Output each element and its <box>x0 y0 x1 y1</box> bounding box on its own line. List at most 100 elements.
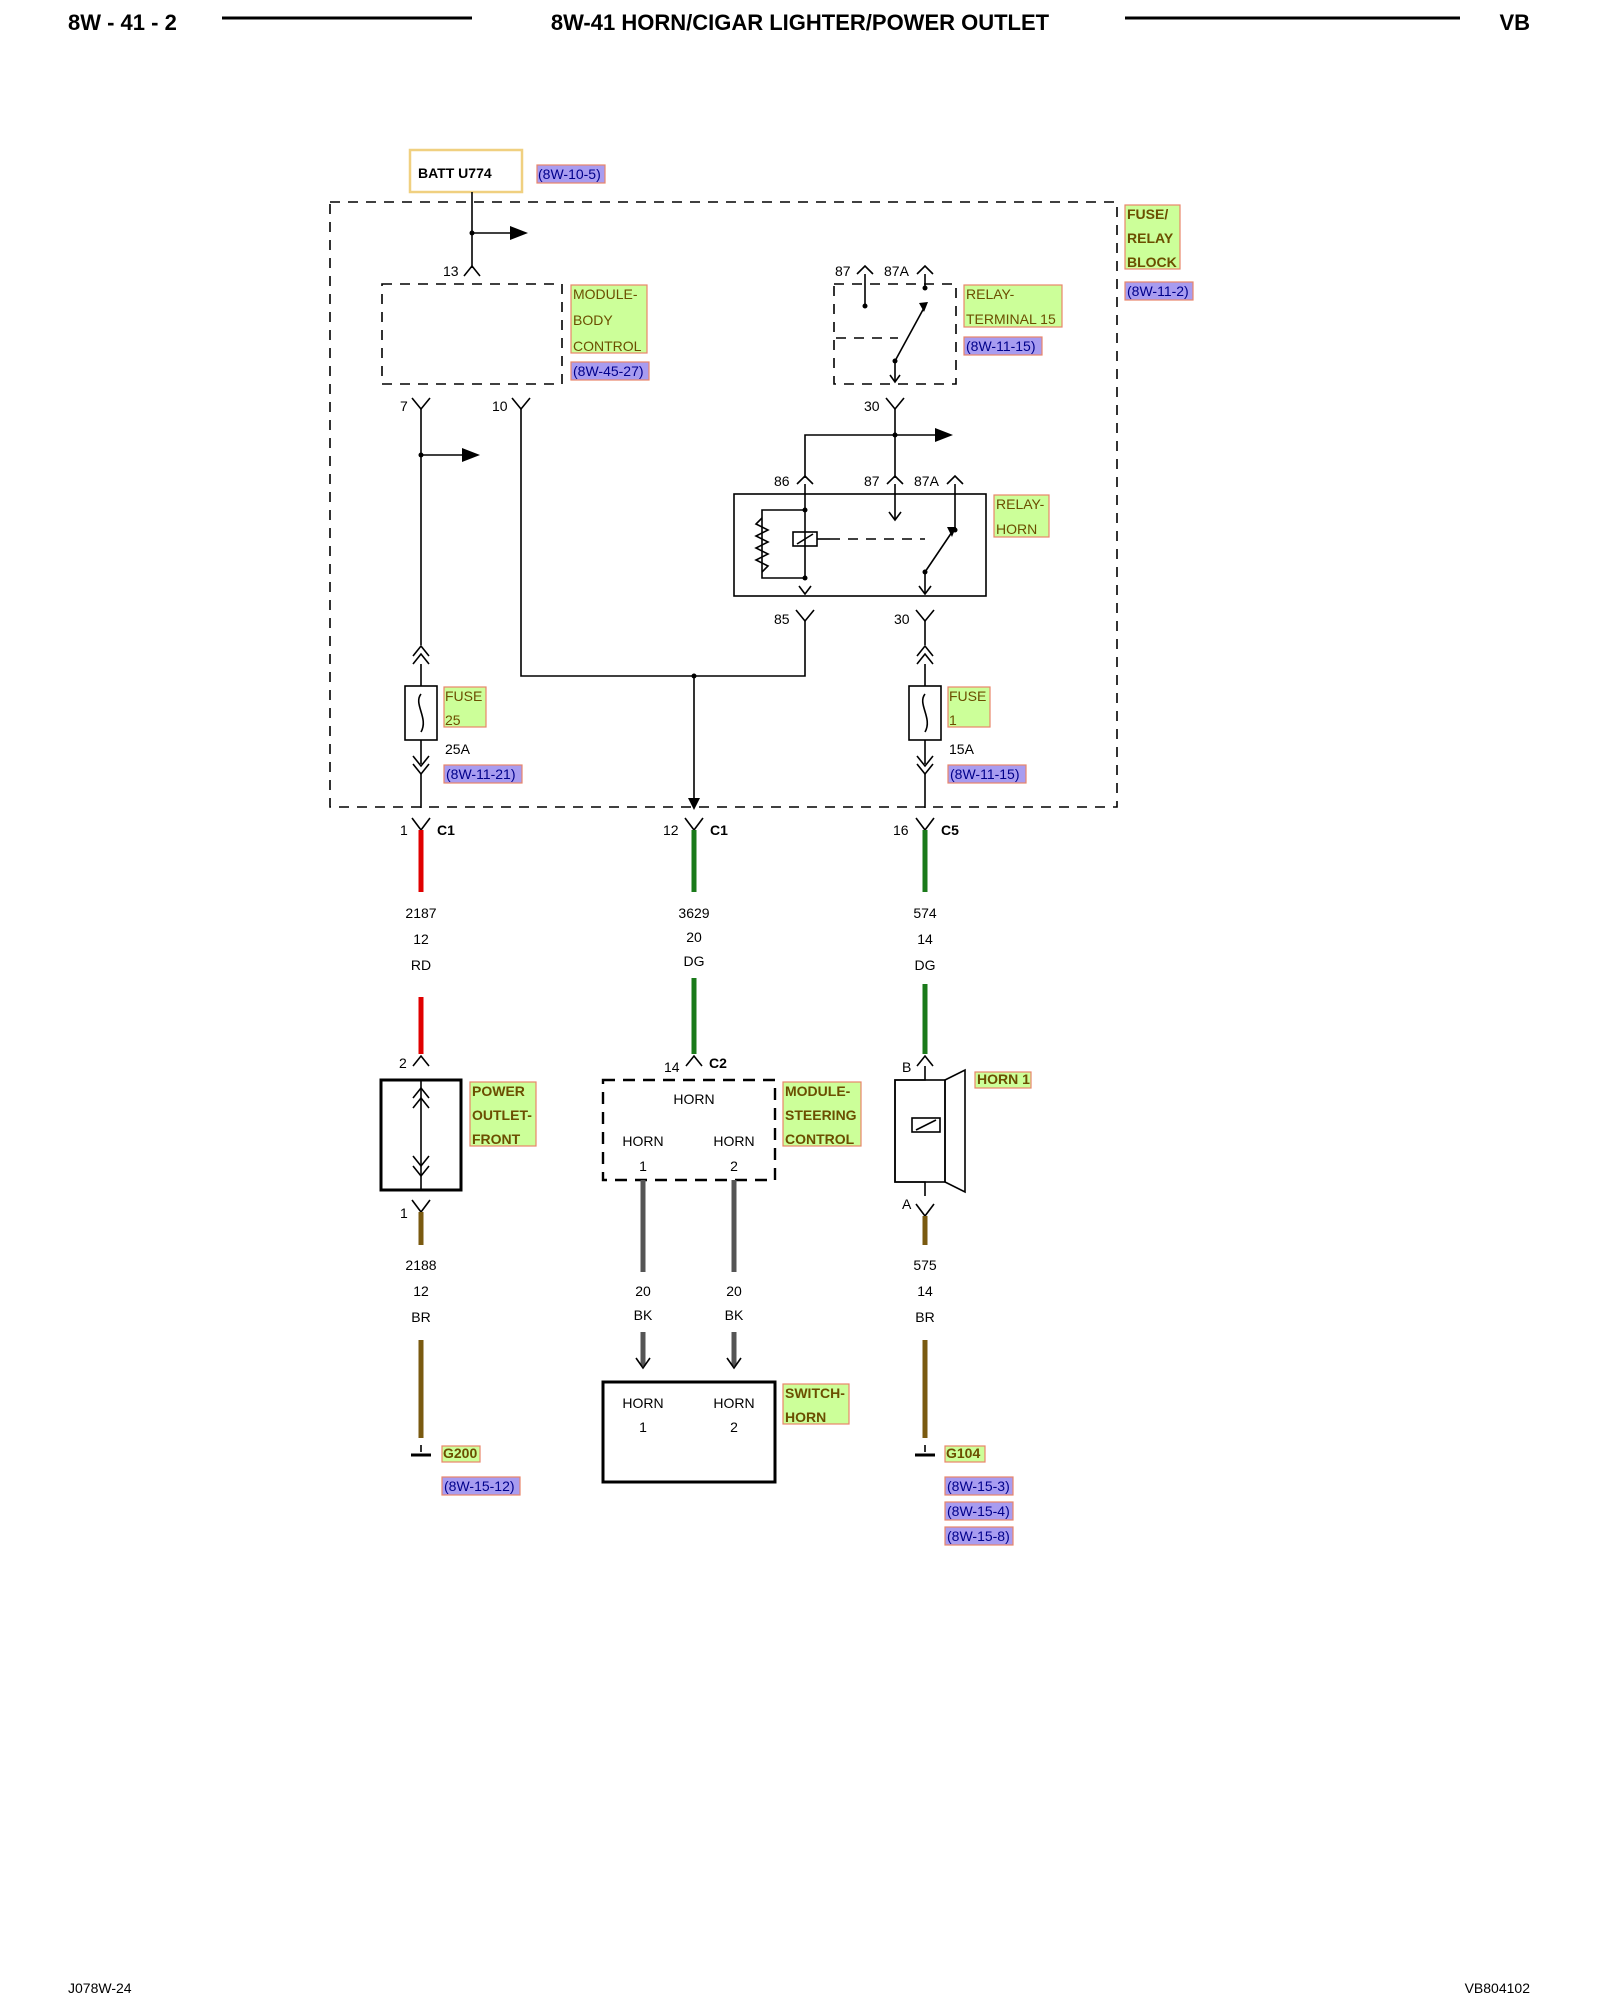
fuse-relay-block-outline <box>329 201 1118 808</box>
outlet-name-1: POWER <box>472 1083 525 1099</box>
relay-horn: 86 87 87A RELAY- HORN 85 3 <box>733 473 1050 627</box>
fuse-25-icon <box>417 693 425 733</box>
relay-t15-pin-87a: 87A <box>884 263 910 279</box>
switch-inner-left-2: 1 <box>639 1419 647 1435</box>
connector-c5-name: C5 <box>941 822 959 838</box>
steering-module-outline <box>601 1078 777 1182</box>
steering-inner-top: HORN <box>673 1091 714 1107</box>
ground-g104-ref-3: (8W-15-8) <box>947 1528 1010 1544</box>
relay-t15-outline <box>833 283 957 385</box>
wire-steering-left-gauge: 20 <box>635 1283 651 1299</box>
module-body-ref-tag <box>570 361 650 381</box>
relay-t15-tag <box>963 284 1063 328</box>
ground-g200-tag <box>441 1445 481 1463</box>
module-body-pin-13: 13 <box>443 263 459 279</box>
horn-pin-b: B <box>902 1059 911 1075</box>
wire-574-color: DG <box>915 957 936 973</box>
wire-2187-color: RD <box>411 957 431 973</box>
wire-2188-circuit: 2188 <box>405 1257 436 1273</box>
relay-t15-ref-tag <box>963 336 1043 356</box>
relay-horn-pin-85: 85 <box>774 611 790 627</box>
relay-horn-pin-30: 30 <box>894 611 910 627</box>
horn-tag <box>974 1071 1032 1089</box>
outlet-tag <box>469 1081 537 1147</box>
fuse-relay-block-tag <box>1124 204 1181 270</box>
module-body-name-1: MODULE- <box>573 286 638 302</box>
switch-horn-name-2: HORN <box>785 1409 826 1425</box>
ground-g104-name: G104 <box>946 1445 980 1461</box>
wire-3629-color: DG <box>684 953 705 969</box>
steering-pin-14: 14 <box>664 1059 680 1075</box>
wire-steering-right-gauge: 20 <box>726 1283 742 1299</box>
outlet-name-3: FRONT <box>472 1131 521 1147</box>
steering-inner-left-2: 1 <box>639 1158 647 1174</box>
feed-arrow <box>510 226 528 240</box>
wire-2187-gauge: 12 <box>413 931 429 947</box>
module-body-pin-7: 7 <box>400 398 408 414</box>
module-body-name-3: CONTROL <box>573 338 642 354</box>
block-connectors: 1 C1 12 C1 16 C5 <box>400 817 959 838</box>
battery-feed: 13 <box>443 192 528 279</box>
module-body-tag <box>570 284 648 354</box>
connector-c1-pin-1: 1 <box>400 822 408 838</box>
page-code: 8W - 41 - 2 <box>68 10 177 35</box>
fuse-25-name-1: FUSE <box>445 688 482 704</box>
module-steering-control: 14 C2 HORN HORN 1 HORN 2 MODULE- STEERIN… <box>601 1054 862 1182</box>
switch-horn-tag <box>782 1383 850 1425</box>
fuse-1-ref: (8W-11-15) <box>950 766 1020 782</box>
module-body-pin-10: 10 <box>492 398 508 414</box>
steering-inner-left-1: HORN <box>622 1133 663 1149</box>
page-title: 8W-41 HORN/CIGAR LIGHTER/POWER OUTLET <box>551 10 1050 35</box>
fuse-25-ref-tag <box>443 764 523 784</box>
relay-t15-pin-30: 30 <box>864 398 880 414</box>
horn-pin-a: A <box>902 1196 912 1212</box>
switch-inner-right-2: 2 <box>730 1419 738 1435</box>
wire-3629-circuit: 3629 <box>678 905 709 921</box>
pin-10-male <box>511 397 531 411</box>
wire-2188-color: BR <box>411 1309 430 1325</box>
relay-horn-pin-86: 86 <box>774 473 790 489</box>
relay-terminal-15: 87 87A RELAY- TERMINAL 15 (8W-11-15) 30 <box>833 263 1063 414</box>
horn-body <box>894 1079 946 1183</box>
fuse-relay-block-ref-tag <box>1124 281 1194 301</box>
ground-g104-tag <box>944 1445 986 1463</box>
fuse-1-icon <box>921 693 929 733</box>
pin-7-male <box>411 397 431 411</box>
module-body-ref: (8W-45-27) <box>573 363 644 379</box>
fuse-1-name-1: FUSE <box>949 688 986 704</box>
module-body-name-2: BODY <box>573 312 613 328</box>
switch-inner-right-1: HORN <box>713 1395 754 1411</box>
fuse-25-ref: (8W-11-21) <box>446 766 516 782</box>
fuse-25-name-2: 25 <box>445 712 461 728</box>
horn-name: HORN 1 <box>977 1071 1030 1087</box>
page-footer: J078W-24 VB804102 <box>68 1980 1530 1996</box>
relay-horn-outline <box>733 493 987 597</box>
fuse-25-rating: 25A <box>445 741 471 757</box>
relay-horn-name-1: RELAY- <box>996 496 1045 512</box>
lower-wires: 2188 12 BR 20 BK 20 BK 575 14 BR <box>405 1180 937 1438</box>
wire-3629-gauge: 20 <box>686 929 702 945</box>
connector-c1-pin-12: 12 <box>663 822 679 838</box>
fuse-relay-block: FUSE/ RELAY BLOCK (8W-11-2) <box>329 201 1194 808</box>
outlet-pin-2: 2 <box>399 1055 407 1071</box>
steering-name-1: MODULE- <box>785 1083 851 1099</box>
outlet-pin-1: 1 <box>400 1205 408 1221</box>
relay-horn-pin-87a: 87A <box>914 473 940 489</box>
fuse-1: FUSE 1 15A (8W-11-15) <box>908 644 1027 808</box>
battery-label: BATT U774 <box>418 165 492 181</box>
module-body-outline <box>381 283 563 385</box>
power-outlet-front: 2 1 POWER OUTLET- FRONT <box>379 1054 537 1221</box>
horn-1: B A HORN 1 <box>894 1054 1032 1218</box>
fuse-relay-block-ref: (8W-11-2) <box>1127 283 1189 299</box>
battery-source: BATT U774 (8W-10-5) <box>408 148 606 194</box>
ground-g200-ref-tag <box>441 1476 521 1496</box>
module-body-control: MODULE- BODY CONTROL (8W-45-27) 7 10 <box>381 283 650 414</box>
steering-connector-c2: C2 <box>709 1055 727 1071</box>
horn-icon <box>944 1068 966 1194</box>
ground-g200-name: G200 <box>443 1445 477 1461</box>
battery-label-box <box>408 148 524 194</box>
relay-horn-pin-87: 87 <box>864 473 880 489</box>
relay-horn-tag <box>993 494 1050 538</box>
relay-t15-ref: (8W-11-15) <box>966 338 1036 354</box>
